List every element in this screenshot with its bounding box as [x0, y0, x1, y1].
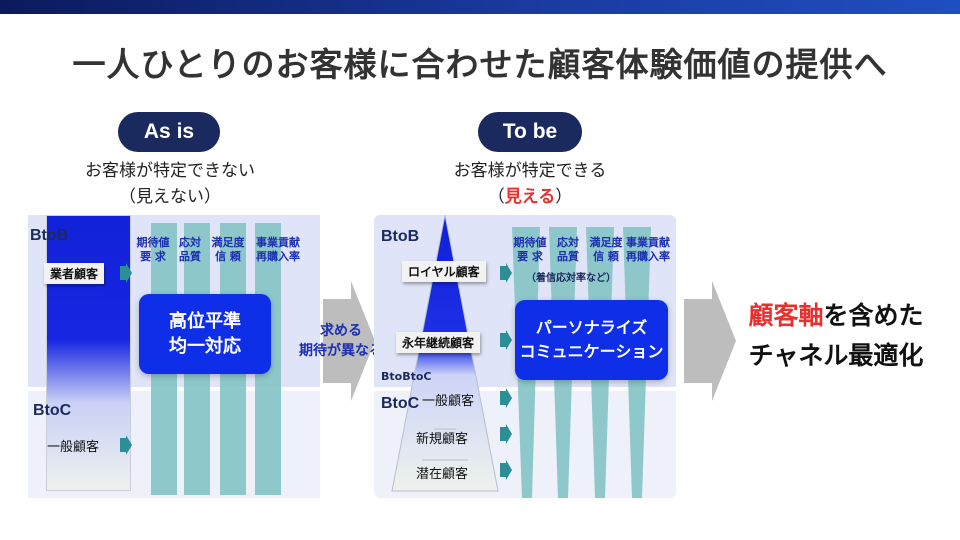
result-line1-rest: を含めた [823, 301, 924, 330]
middle-different-expectations-text: 求める 期待が異なる [282, 321, 400, 361]
col-head-line1: 期待値 [513, 236, 547, 249]
as-is-business-customer-tag: 業者顧客 [44, 263, 105, 284]
caption-paren-close: ） [555, 187, 573, 207]
col-head-line1: 応対 [179, 236, 201, 249]
to-be-loyal-customer-tag: ロイヤル顧客 [402, 261, 486, 282]
as-is-gradient-bar [46, 215, 131, 491]
as-is-general-customer-label: 一般顧客 [47, 440, 100, 455]
to-be-column-header-contribution: 事業貢献 再購入率 [622, 236, 674, 264]
to-be-column-header-quality: 応対 品質 [552, 236, 584, 264]
col-head-line2: 要 求 [140, 250, 166, 263]
col-head-line2: 信 頼 [215, 250, 241, 263]
col-head-line1: 事業貢献 [256, 236, 300, 249]
to-be-new-customer-label: 新規顧客 [416, 432, 469, 447]
col-head-line2: 信 頼 [593, 250, 619, 263]
col-head-line1: 事業貢献 [626, 236, 670, 249]
to-be-caption-line1: お客様が特定できる [453, 161, 607, 181]
caption-paren-open: （ [487, 187, 505, 207]
as-is-btoc-arrow-icon [120, 435, 132, 455]
right-arrow-icon [684, 281, 736, 401]
to-be-general-arrow-icon [500, 388, 512, 408]
as-is-column-header-quality: 応対 品質 [174, 236, 206, 264]
caption-highlight: 見える [504, 187, 556, 207]
to-be-btobtoc-label: BtoBtoC [381, 370, 432, 383]
as-is-btoc-label: BtoC [33, 402, 72, 419]
to-be-potential-arrow-icon [500, 460, 512, 480]
as-is-pill: As is [118, 112, 220, 152]
as-is-caption: お客様が特定できない （見えない） [40, 158, 300, 210]
to-be-loyal-arrow-icon [500, 263, 512, 283]
to-be-pill: To be [478, 112, 582, 152]
to-be-btoc-label: BtoC [381, 395, 420, 412]
result-line1: 顧客軸を含めた [726, 296, 946, 336]
as-is-uniform-response-box: 高位平準 均一対応 [139, 294, 271, 374]
to-be-box-line2: コミュニケーション [519, 342, 664, 361]
to-be-caption: お客様が特定できる （見える） [400, 158, 660, 210]
as-is-btob-arrow-icon [120, 263, 132, 283]
middle-line1: 求める [320, 323, 362, 339]
col-head-line1: 満足度 [211, 236, 245, 249]
top-header-bar [0, 0, 960, 14]
col-head-line2: 再購入率 [626, 250, 670, 263]
as-is-column-header-satisfaction: 満足度 信 頼 [208, 236, 248, 264]
middle-arrow-icon [323, 281, 375, 401]
as-is-box-line2: 均一対応 [169, 336, 241, 357]
result-line2: チャネル最適化 [748, 341, 924, 370]
col-head-line2: 再購入率 [256, 250, 300, 263]
col-head-line1: 期待値 [136, 236, 170, 249]
as-is-box-line1: 高位平準 [169, 311, 241, 332]
to-be-potential-customer-label: 潜在顧客 [416, 467, 469, 482]
as-is-caption-line2: （見えない） [119, 187, 221, 207]
to-be-long-term-customer-tag: 永年継続顧客 [396, 332, 481, 353]
as-is-caption-line1: お客様が特定できない [85, 161, 255, 181]
to-be-personalized-communication-box: パーソナライズ コミュニケーション [515, 300, 668, 380]
as-is-btob-label: BtoB [30, 227, 69, 244]
result-channel-optimization: 顧客軸を含めた チャネル最適化 [726, 296, 946, 376]
page-title: 一人ひとりのお客様に合わせた顧客体験価値の提供へ [72, 45, 888, 84]
to-be-long-term-arrow-icon [500, 330, 512, 350]
to-be-column-header-satisfaction: 満足度 信 頼 [586, 236, 626, 264]
to-be-column-note: （着信応対率など） [526, 273, 616, 284]
middle-line2: 期待が異なる [299, 343, 383, 359]
to-be-general-customer-label: 一般顧客 [422, 394, 475, 409]
col-head-line1: 満足度 [589, 236, 623, 249]
to-be-customer-pyramid [391, 215, 499, 492]
as-is-column-header-contribution: 事業貢献 再購入率 [252, 236, 304, 264]
col-head-line2: 品質 [179, 250, 201, 263]
to-be-btob-label: BtoB [381, 228, 420, 245]
col-head-line2: 品質 [557, 250, 579, 263]
result-highlight: 顧客軸 [748, 301, 824, 330]
col-head-line1: 応対 [557, 236, 579, 249]
to-be-box-line1: パーソナライズ [535, 318, 648, 337]
to-be-new-arrow-icon [500, 424, 512, 444]
col-head-line2: 要 求 [517, 250, 543, 263]
to-be-column-header-expectation: 期待値 要 求 [509, 236, 551, 264]
to-be-caption-line2: （見える） [400, 184, 660, 210]
as-is-column-header-expectation: 期待値 要 求 [133, 236, 173, 264]
